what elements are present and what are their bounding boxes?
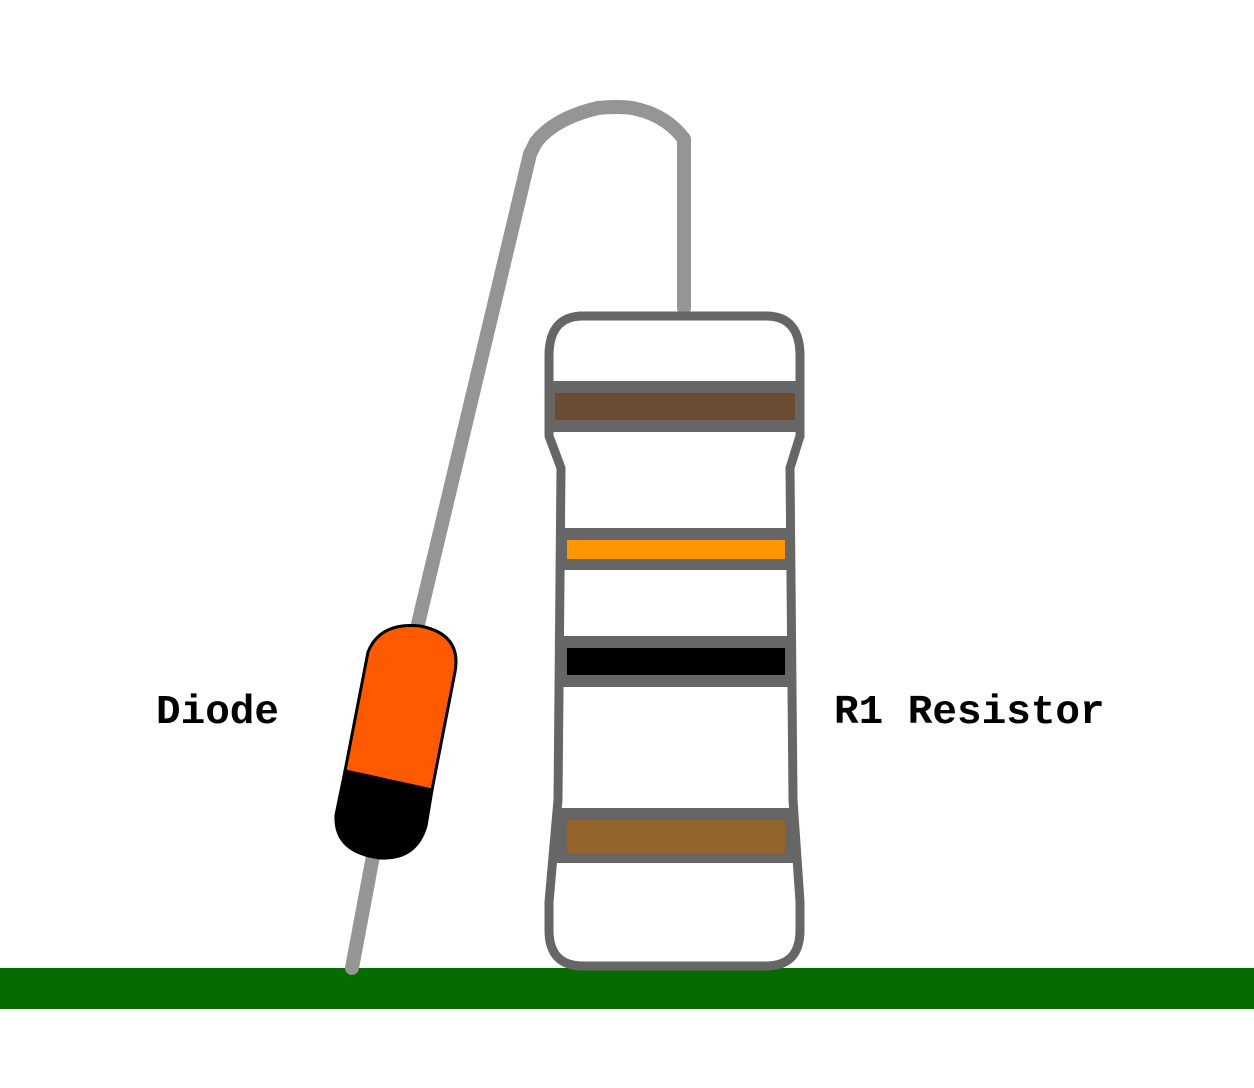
resistor-band-1 xyxy=(555,393,795,420)
resistor-band-3 xyxy=(567,648,785,675)
resistor-band-4 xyxy=(567,820,785,853)
resistor-bands xyxy=(549,381,800,863)
resistor-label: R1 Resistor xyxy=(834,690,1105,736)
diode-label: Diode xyxy=(156,690,280,736)
lead-wire-diode-to-resistor xyxy=(411,100,691,631)
lead-wire-diode-to-ground xyxy=(345,849,380,975)
diode-cathode-band xyxy=(334,769,434,860)
ground-rail xyxy=(0,968,1254,1009)
diode-component xyxy=(334,624,458,860)
resistor-band-2 xyxy=(567,540,785,559)
diode-body xyxy=(343,624,458,792)
